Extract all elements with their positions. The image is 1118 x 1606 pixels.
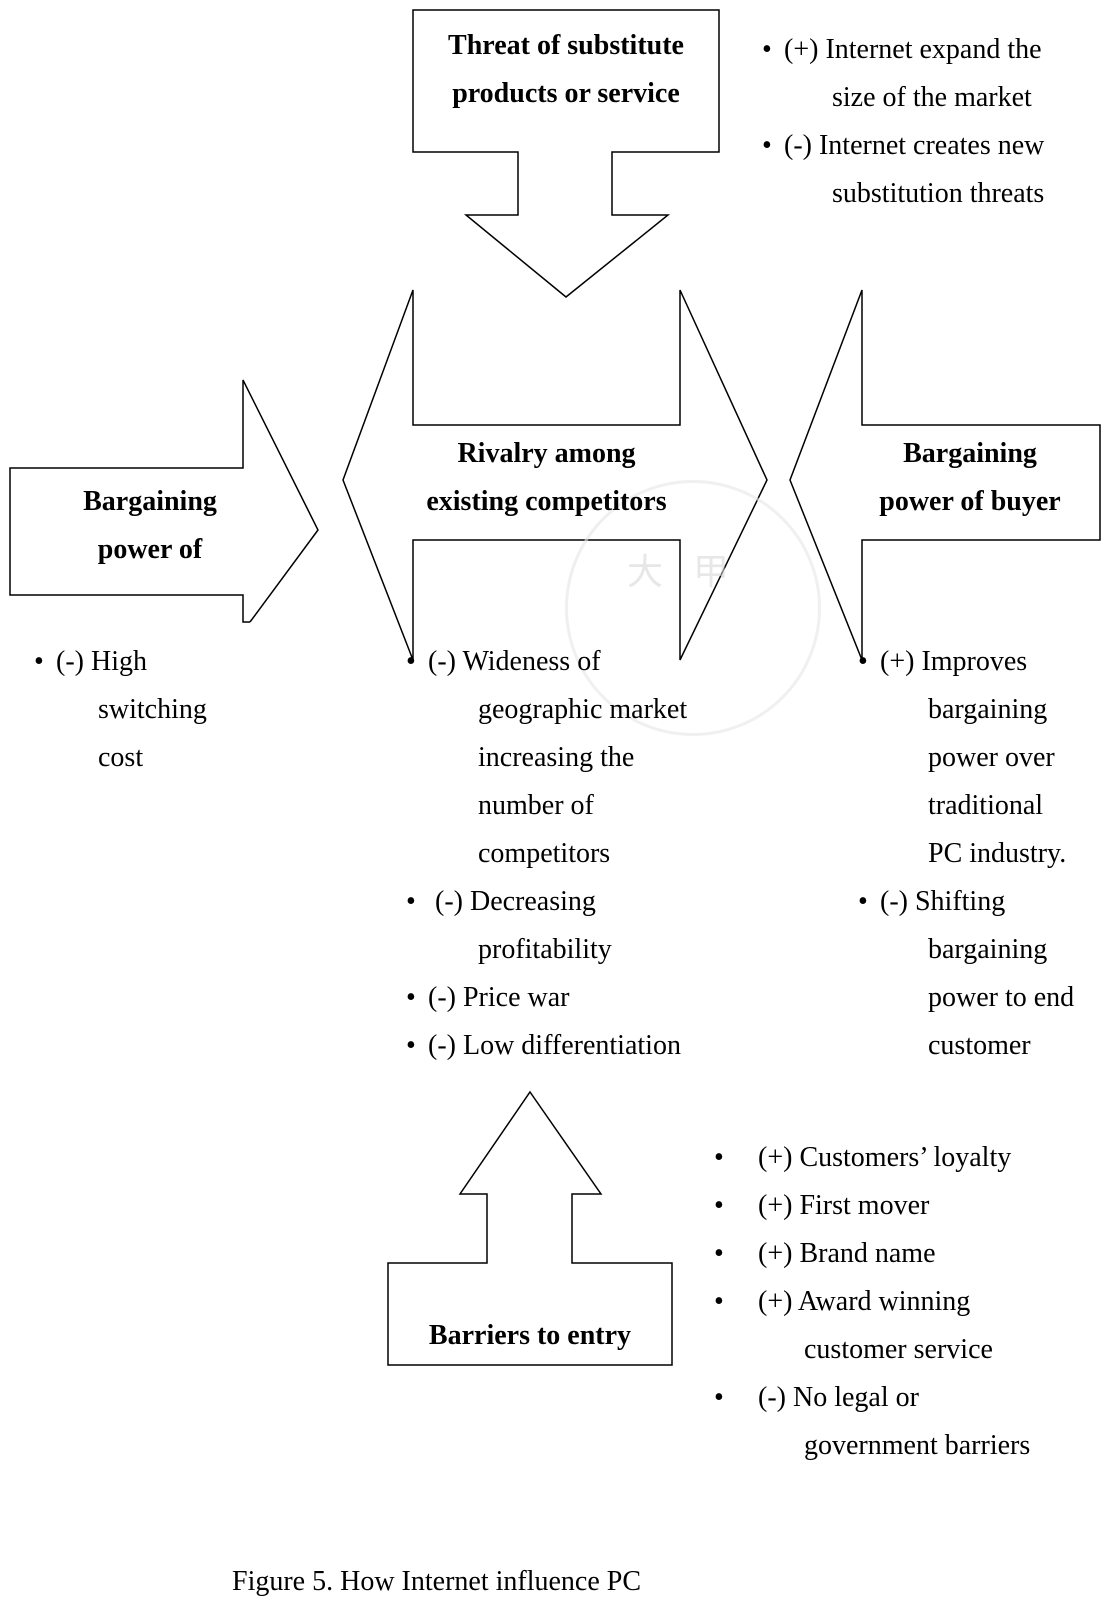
supplier-label-line2: power of [97,534,203,565]
figure-caption: Figure 5. How Internet influence PC [232,1566,642,1597]
list-item: • (+) Internet expand the size of the ma… [762,26,1112,122]
bullet-icon: • [858,646,868,677]
bullet-icon: • [406,982,416,1013]
substitutes-label-line2: products or service [452,78,680,109]
rivalry-bullets: • (-) Wideness of geographic market incr… [406,638,746,1070]
list-item: • (-) Price war [406,974,746,1022]
buyer-label-line2: power of buyer [879,486,1061,517]
bullet-icon: • [714,1142,724,1173]
bullet-icon: • [406,646,416,677]
list-item: • (-) No legal or government barriers [714,1374,1094,1470]
buyer-left-arrow [789,289,1101,661]
substitutes-bullets: • (+) Internet expand the size of the ma… [762,26,1112,218]
supplier-label-line1: Bargaining [83,486,217,517]
rivalry-label: Rivalry among existing competitors [413,430,680,526]
list-item: • (+) Brand name [714,1230,1094,1278]
substitutes-label: Threat of substitute products or service [413,22,719,118]
buyer-label: Bargaining power of buyer [840,430,1100,526]
bullet-icon: • [406,1030,416,1061]
list-item: • (-) Internet creates new substitution … [762,122,1112,218]
watermark-text: 大甲 [626,552,759,593]
bullet-icon: • [714,1190,724,1221]
rivalry-label-line1: Rivalry among [457,438,636,469]
watermark-seal: 大甲 [565,480,821,736]
supplier-label: Bargaining power of [10,478,290,574]
bullet-icon: • [34,646,44,677]
supplier-right-arrow [9,379,319,623]
list-item: • (+) Improves bargaining power over tra… [858,638,1114,878]
bullet-icon: • [714,1382,724,1413]
supplier-bullets: • (-) High switching cost [34,638,284,782]
substitutes-label-line1: Threat of substitute [448,30,684,61]
substitutes-down-arrow [412,9,720,298]
bullet-icon: • [762,34,772,65]
list-item: • (-) High switching cost [34,638,284,782]
buyer-label-line1: Bargaining [903,438,1037,469]
list-item: • (+) Award winning customer service [714,1278,1094,1374]
list-item: • (-) Wideness of geographic market incr… [406,638,746,878]
bullet-icon: • [714,1238,724,1269]
list-item: • (-) Shifting bargaining power to end c… [858,878,1114,1070]
entry-label-text: Barriers to entry [428,1320,632,1351]
bullet-icon: • [406,886,416,917]
list-item: • (-) Low differentiation [406,1022,746,1070]
bullet-icon: • [858,886,868,917]
buyer-bullets: • (+) Improves bargaining power over tra… [858,638,1114,1070]
list-item: • (-) Decreasing profitability [406,878,746,974]
rivalry-label-line2: existing competitors [426,486,667,517]
list-item: • (+) Customers’ loyalty [714,1134,1094,1182]
entry-bullets: • (+) Customers’ loyalty • (+) First mov… [714,1134,1094,1470]
bullet-icon: • [714,1286,724,1317]
entry-label: Barriers to entry [388,1312,672,1360]
entry-up-arrow [387,1090,673,1366]
bullet-icon: • [762,130,772,161]
list-item: • (+) First mover [714,1182,1094,1230]
